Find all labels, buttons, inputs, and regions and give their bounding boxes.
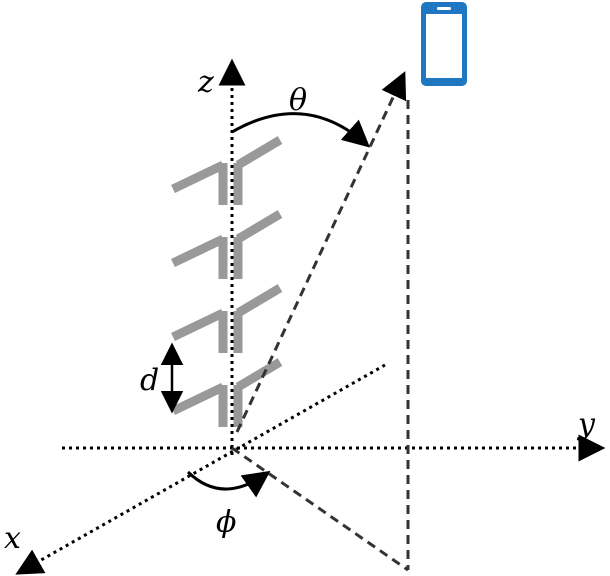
phi-arc [186, 470, 271, 498]
z-axis-label: z [197, 65, 214, 100]
antenna-element [171, 136, 283, 205]
smartphone-icon [421, 2, 467, 86]
antenna-element [171, 210, 283, 279]
spacing-d-label: d [140, 363, 159, 398]
direction-line [235, 71, 407, 433]
phi-label: ϕ [216, 505, 236, 540]
ground-projection-line [231, 446, 409, 572]
antenna-element [171, 284, 283, 353]
antenna-array [171, 136, 283, 427]
x-axis-label: x [4, 521, 21, 556]
theta-label: θ [289, 83, 307, 118]
theta-arc [231, 112, 371, 148]
y-axis-label: y [576, 407, 596, 442]
